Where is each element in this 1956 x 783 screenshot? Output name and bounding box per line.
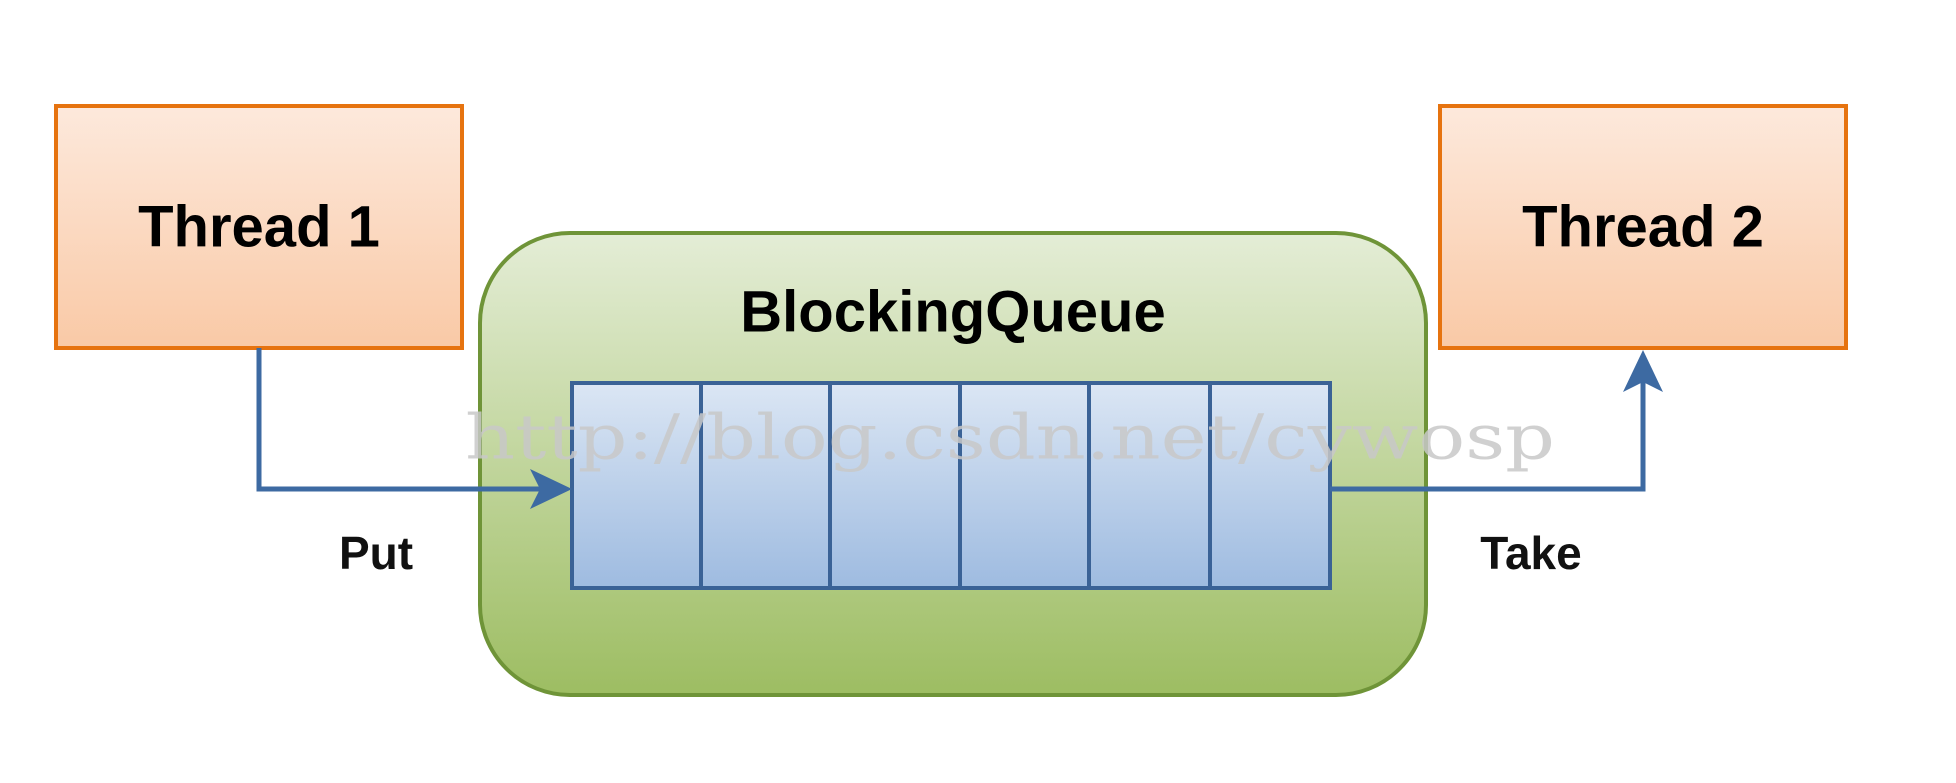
take-arrowhead-icon bbox=[1623, 350, 1663, 392]
thread-2-node: Thread 2 bbox=[1438, 104, 1848, 350]
queue-slot bbox=[1087, 381, 1212, 590]
blocking-queue-node: BlockingQueue bbox=[478, 231, 1428, 697]
thread-2-box bbox=[1438, 104, 1848, 350]
blocking-queue-label: BlockingQueue bbox=[740, 280, 1165, 345]
put-edge: Put bbox=[256, 348, 572, 579]
thread-1-node: Thread 1 bbox=[54, 104, 464, 350]
take-label: Take bbox=[1480, 527, 1581, 579]
put-arrowhead-icon bbox=[530, 469, 572, 509]
queue-slot bbox=[699, 381, 832, 590]
queue-slots bbox=[570, 381, 1332, 590]
thread-1-box bbox=[54, 104, 464, 350]
queue-slot bbox=[828, 381, 962, 590]
thread-2-label: Thread 2 bbox=[1522, 195, 1764, 260]
put-label: Put bbox=[339, 527, 413, 579]
take-arrow-line bbox=[1330, 382, 1646, 492]
take-edge: Take bbox=[1330, 350, 1663, 579]
put-arrow-line bbox=[256, 348, 542, 492]
watermark-text: http://blog.csdn.net/cywosp bbox=[465, 401, 1555, 474]
thread-1-label: Thread 1 bbox=[138, 195, 380, 260]
queue-slot bbox=[958, 381, 1091, 590]
queue-slot bbox=[1208, 381, 1332, 590]
